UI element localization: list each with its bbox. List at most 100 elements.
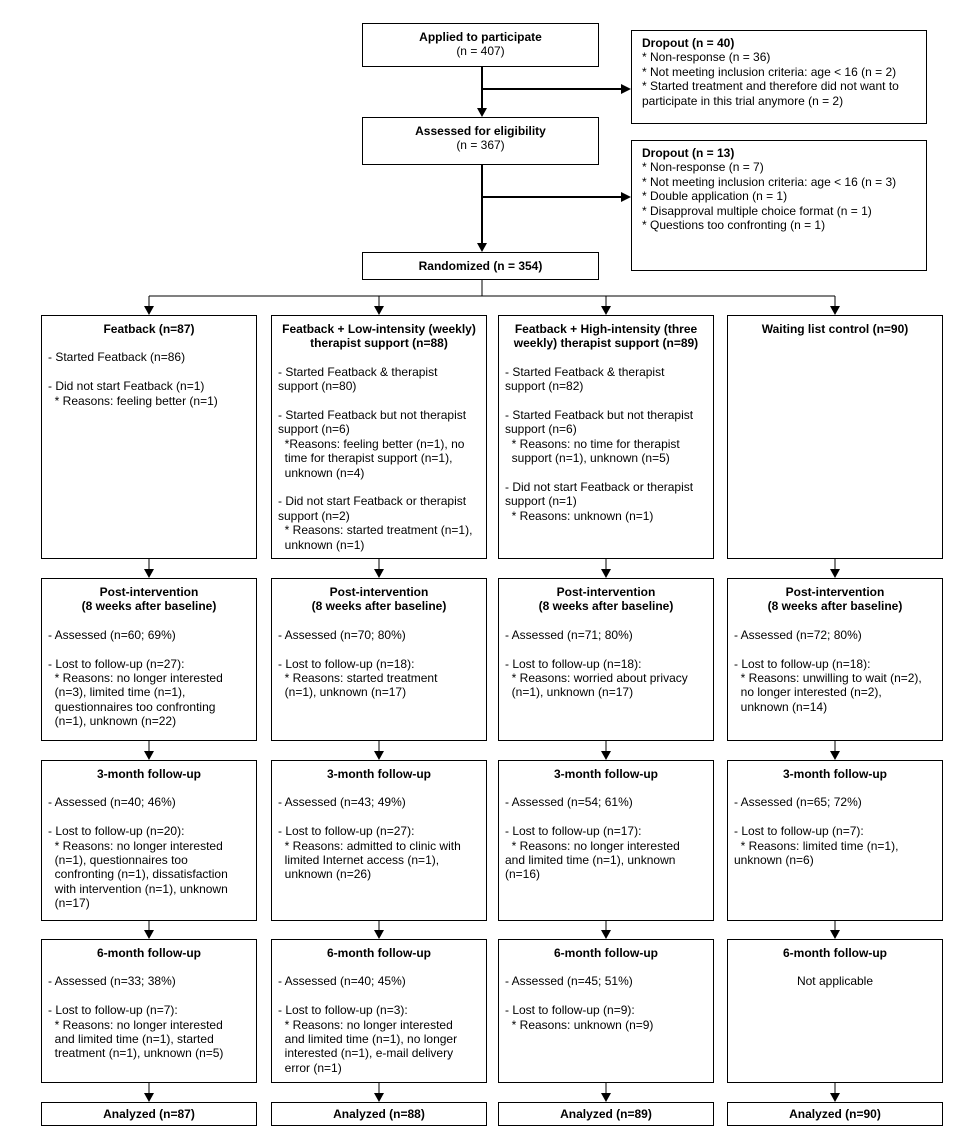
dropout-1-line: * Non-response (n = 36) [642,50,771,65]
allocation-line: support (n=1) [505,494,577,509]
dropout-2-lines: * Non-response (n = 7)* Not meeting incl… [642,160,916,232]
three-month-line [505,810,707,824]
arrowhead-arm-2 [374,306,384,315]
three-month-line: - Lost to follow-up (n=7): [734,824,864,839]
dropout-2-title: Dropout (n = 13) [642,146,735,160]
arrowhead-stage [374,569,384,578]
allocation-line: * Reasons: no time for therapist [505,436,680,451]
six-month-line: Not applicable [796,974,874,989]
assessed-box: Assessed for eligibility (n = 367) [362,117,599,165]
randomized-label: Randomized (n = 354) [418,259,543,273]
post-intervention-line: - Assessed (n=71; 80%) [505,627,633,642]
three-month-line: confronting (n=1), dissatisfaction [48,867,228,882]
six-month-line: interested (n=1), e-mail delivery [278,1046,454,1061]
allocation-line: support (n=6) [278,422,350,437]
six-month-title: 6-month follow-up [327,946,431,960]
six-month-line: - Assessed (n=45; 51%) [505,974,633,989]
three-month-line: (n=17) [48,896,90,911]
allocation-line: support (n=82) [505,379,584,394]
randomized-box: Randomized (n = 354) [362,252,599,280]
post-intervention-line: (n=3), limited time (n=1), [48,685,186,700]
six-month-line: - Assessed (n=40; 45%) [278,974,406,989]
allocation-line: - Did not start Featback or therapist [278,494,467,509]
allocation-line: unknown (n=1) [278,537,365,552]
six-month-line: - Assessed (n=33; 38%) [48,974,176,989]
three-month-line: (n=1), questionnaires too [48,853,188,868]
post-intervention-line: (n=1), unknown (n=17) [278,685,407,700]
post-intervention-box-2: Post-intervention(8 weeks after baseline… [271,578,487,741]
post-intervention-line: * Reasons: unwilling to wait (n=2), [734,671,922,686]
dropout-2-line: * Double application (n = 1) [642,189,788,204]
analyzed-label: Analyzed (n=88) [333,1107,425,1121]
allocation-line [48,365,250,379]
post-intervention-line: - Assessed (n=70; 80%) [278,627,406,642]
post-intervention-line: - Assessed (n=60; 69%) [48,627,176,642]
allocation-line: - Started Featback (n=86) [48,350,186,365]
arrowhead-stage [374,751,384,760]
three-month-line: and limited time (n=1), unknown [505,853,676,868]
arrowhead-arm-4 [830,306,840,315]
post-intervention-box-1: Post-intervention(8 weeks after baseline… [41,578,257,741]
post-intervention-line: no longer interested (n=2), [734,685,882,700]
post-intervention-title: (8 weeks after baseline) [81,599,217,614]
post-intervention-line: * Reasons: started treatment [278,671,438,686]
allocation-box-1: Featback (n=87) - Started Featback (n=86)… [41,315,257,559]
post-intervention-title: Post-intervention [329,585,429,599]
three-month-box-4: 3-month follow-up- Assessed (n=65; 72%) … [727,760,943,921]
arrowhead-stage [830,751,840,760]
six-month-title: 6-month follow-up [783,946,887,960]
dropout-box-2: Dropout (n = 13) * Non-response (n = 7)*… [631,140,927,271]
allocation-line: * Reasons: unknown (n=1) [505,508,654,523]
arrowhead-stage [601,930,611,939]
allocation-title: Featback + High-intensity (three [514,322,698,336]
arrowhead-stage [144,1093,154,1102]
arrowhead-stage [601,751,611,760]
allocation-line: unknown (n=4) [278,465,365,480]
six-month-line: * Reasons: no longer interested [48,1017,223,1032]
six-month-box-3: 6-month follow-up- Assessed (n=45; 51%) … [498,939,714,1083]
arrowhead-dropout-2 [621,192,631,202]
post-intervention-box-4: Post-intervention(8 weeks after baseline… [727,578,943,741]
post-intervention-line [48,642,250,656]
allocation-line [505,394,707,408]
allocation-line: - Did not start Featback or therapist [505,480,694,495]
three-month-line [48,810,250,824]
allocation-line: time for therapist support (n=1), [278,451,453,466]
post-intervention-line: - Assessed (n=72; 80%) [734,627,862,642]
post-intervention-line: - Lost to follow-up (n=18): [734,656,871,671]
three-month-line: unknown (n=6) [734,853,814,868]
arrowhead-stage [144,751,154,760]
post-intervention-line: unknown (n=14) [734,699,828,714]
three-month-line: * Reasons: admitted to clinic with [278,838,461,853]
allocation-line: - Started Featback but not therapist [278,408,467,423]
allocation-title: Featback (n=87) [103,322,195,336]
post-intervention-title: (8 weeks after baseline) [538,599,674,614]
three-month-line: * Reasons: no longer interested [505,838,680,853]
six-month-line: and limited time (n=1), no longer [278,1032,458,1047]
allocation-title: Waiting list control (n=90) [761,322,909,336]
post-intervention-line: questionnaires too confronting [48,699,216,714]
three-month-line: - Assessed (n=65; 72%) [734,795,862,810]
arrowhead-stage [374,1093,384,1102]
allocation-title: Featback + Low-intensity (weekly) [282,322,476,336]
post-intervention-box-3: Post-intervention(8 weeks after baseline… [498,578,714,741]
allocation-line: *Reasons: feeling better (n=1), no [278,436,465,451]
allocation-line [278,394,480,408]
arrowhead-stage [374,930,384,939]
dropout-box-1: Dropout (n = 40) * Non-response (n = 36)… [631,30,927,124]
six-month-title: 6-month follow-up [97,946,201,960]
three-month-line: limited Internet access (n=1), [278,853,440,868]
allocation-box-2: Featback + Low-intensity (weekly)therapi… [271,315,487,559]
post-intervention-line [505,642,707,656]
dropout-2-line: * Non-response (n = 7) [642,160,764,175]
allocation-line: - Started Featback but not therapist [505,408,694,423]
dropout-1-line: * Started treatment and therefore did no… [642,79,899,94]
three-month-line: (n=16) [505,867,541,882]
three-month-title: 3-month follow-up [327,767,431,781]
post-intervention-line: - Lost to follow-up (n=18): [278,656,415,671]
post-intervention-line: - Lost to follow-up (n=18): [505,656,642,671]
three-month-line: - Lost to follow-up (n=27): [278,824,415,839]
analyzed-label: Analyzed (n=89) [560,1107,652,1121]
applied-box: Applied to participate (n = 407) [362,23,599,67]
